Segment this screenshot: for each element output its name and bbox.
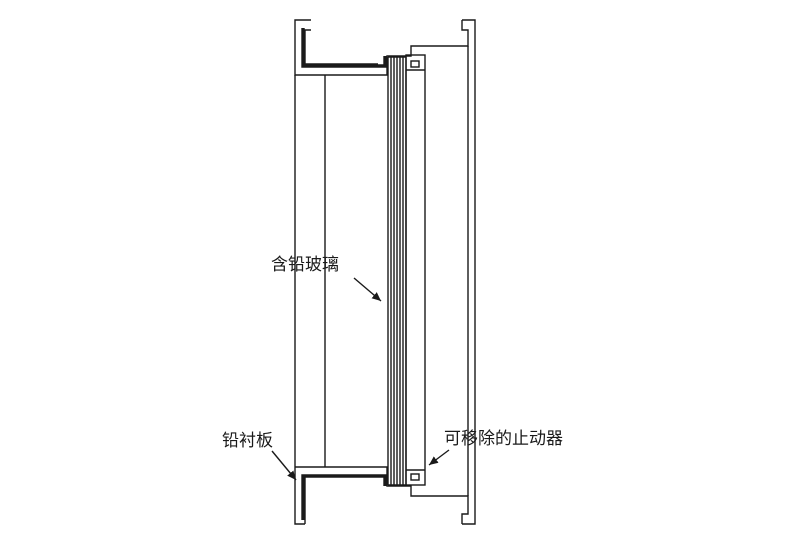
removable-stop (405, 54, 426, 486)
lead-glass-leader-arrow (353, 277, 382, 302)
lead-lining-leader-arrow (271, 450, 297, 481)
lead-glass-pane (387, 56, 407, 486)
left-frame (294, 19, 412, 525)
lead-lining-label: 铅衬板 (222, 431, 273, 451)
removable-stop-leader-arrow (428, 449, 450, 466)
right-frame (410, 19, 476, 525)
lead-glass-label: 含铅玻璃 (271, 255, 339, 275)
removable-stop-label: 可移除的止动器 (444, 429, 563, 449)
lead-lining (301, 28, 387, 520)
